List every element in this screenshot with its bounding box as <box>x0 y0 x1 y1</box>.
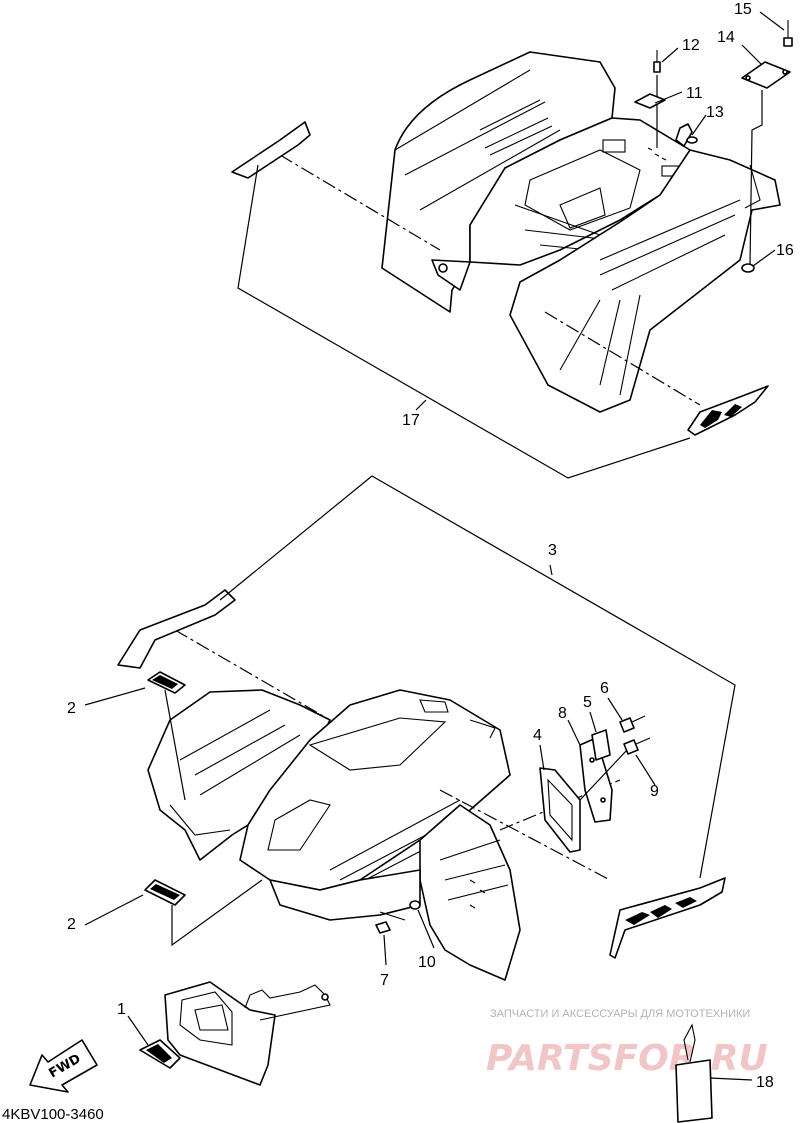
part-code: 4KBV100-3460 <box>2 1106 104 1123</box>
tag-18 <box>675 1023 713 1123</box>
watermark-brand: PARTSFOR.RU <box>486 1038 768 1079</box>
callout-9: 9 <box>650 783 659 800</box>
callout-6: 6 <box>600 680 609 697</box>
callout-2-upper: 2 <box>67 700 76 717</box>
callout-3: 3 <box>548 542 557 559</box>
callout-11: 11 <box>686 85 703 102</box>
callout-14: 14 <box>717 29 735 46</box>
watermark-tagline: ЗАПЧАСТИ И АКСЕССУАРЫ ДЛЯ МОТОТЕХНИКИ <box>490 1008 750 1020</box>
callout-13: 13 <box>706 104 724 121</box>
watermark: PARTSFOR.RU ЗАПЧАСТИ И АКСЕССУАРЫ ДЛЯ МО… <box>486 1008 768 1079</box>
callouts: 1 2 2 3 4 5 6 7 8 9 10 11 12 13 14 15 16… <box>67 1 794 1091</box>
callout-18: 18 <box>756 1074 774 1091</box>
callout-15: 15 <box>734 1 752 18</box>
small-parts-bottom <box>144 671 651 947</box>
front-guard <box>139 981 331 1086</box>
callout-10: 10 <box>418 954 436 971</box>
callout-2-lower: 2 <box>67 916 76 933</box>
callout-4: 4 <box>533 727 542 744</box>
front-fender <box>117 475 736 981</box>
callout-12: 12 <box>682 37 700 54</box>
callout-5: 5 <box>583 694 592 711</box>
rear-fender <box>231 51 781 479</box>
small-parts-top <box>634 20 793 273</box>
callout-8: 8 <box>558 705 567 722</box>
callout-7: 7 <box>380 972 389 989</box>
callout-17: 17 <box>402 412 420 429</box>
fwd-arrow: FWD <box>29 1039 98 1093</box>
callout-1: 1 <box>117 1001 126 1018</box>
callout-leaders <box>84 11 785 1081</box>
callout-16: 16 <box>776 242 794 259</box>
